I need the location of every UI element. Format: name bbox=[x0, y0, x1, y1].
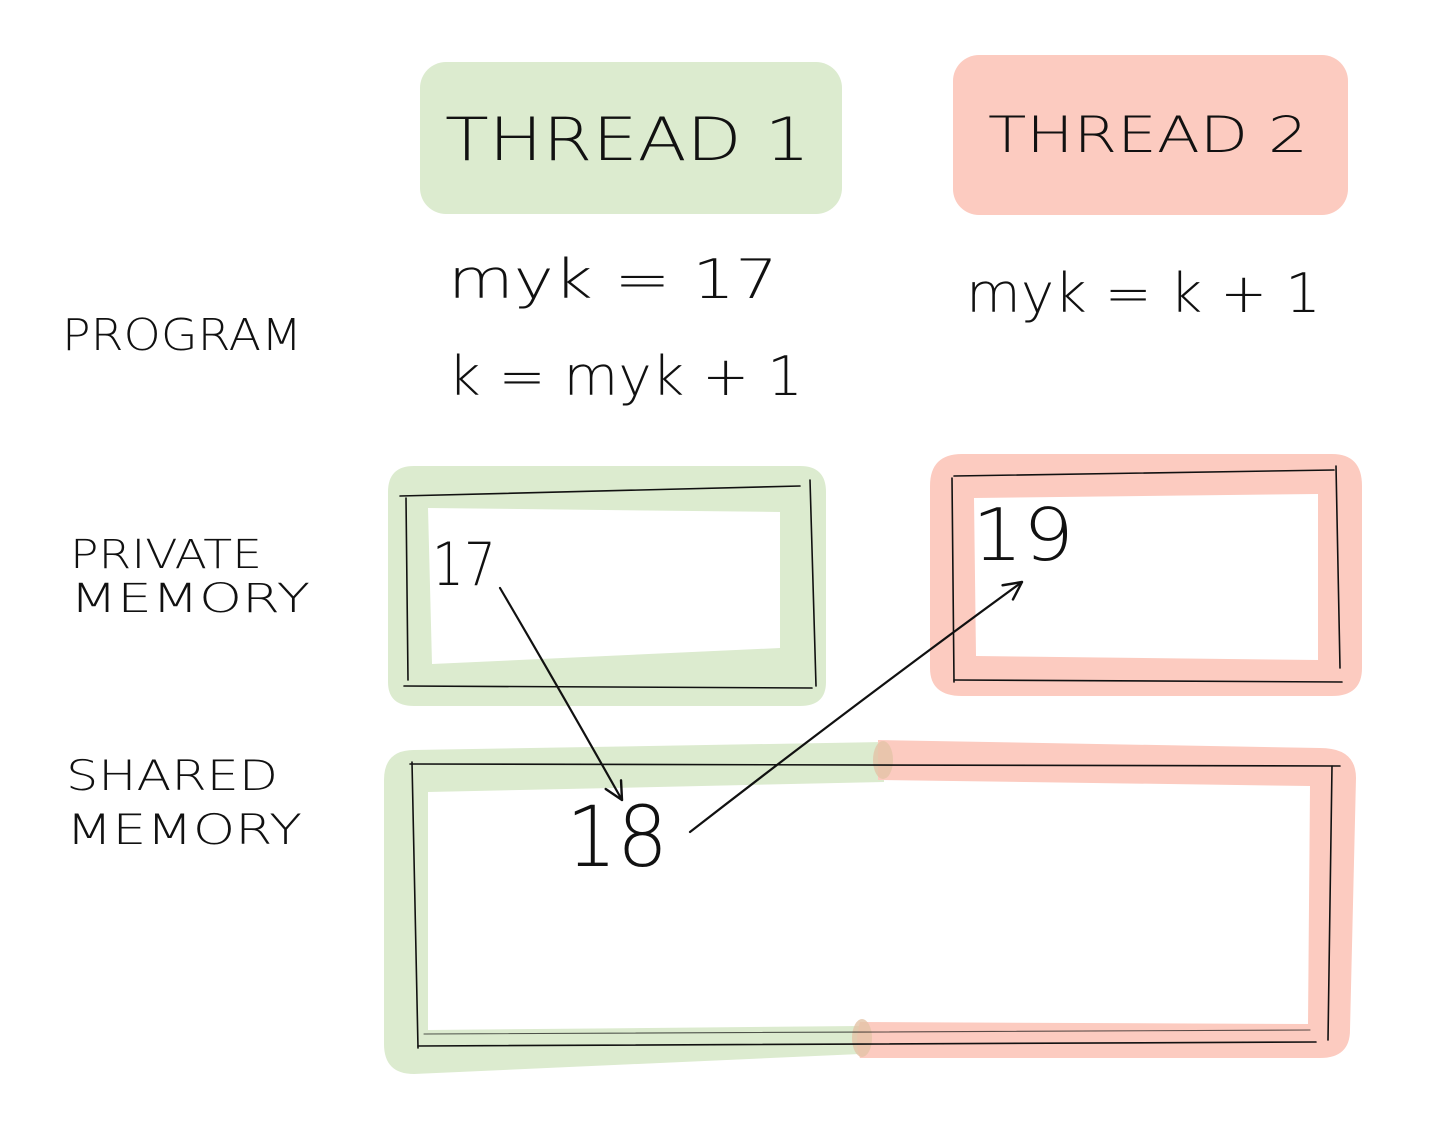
thread2-program-line1: myk = k + 1 bbox=[966, 262, 1321, 325]
arrow-shared-to-private2 bbox=[688, 580, 1024, 834]
row-label-private-line1: PRIVATE bbox=[70, 532, 262, 578]
row-label-shared-line2: MEMORY bbox=[66, 805, 302, 854]
thread1-private-value: 17 bbox=[432, 530, 496, 600]
row-label-program: PROGRAM bbox=[62, 310, 302, 361]
shared-memory-overlap-bottom bbox=[852, 1019, 872, 1057]
arrow-private1-to-shared bbox=[498, 586, 624, 802]
thread1-private-memory-outline bbox=[399, 479, 817, 689]
shared-memory-overlap-top bbox=[873, 741, 893, 779]
thread1-title: THREAD 1 bbox=[445, 105, 810, 175]
thread1-program-line1: myk = 17 bbox=[448, 248, 778, 311]
shared-memory-highlight-thread2 bbox=[857, 740, 1356, 1058]
thread2-title: THREAD 2 bbox=[988, 106, 1308, 164]
row-label-private-line2: MEMORY bbox=[70, 576, 310, 622]
thread2-header-box bbox=[953, 55, 1348, 215]
thread2-private-memory-highlight bbox=[930, 454, 1362, 696]
thread1-program-line2: k = myk + 1 bbox=[448, 345, 803, 408]
thread1-private-memory-highlight bbox=[388, 466, 826, 706]
thread1-header-box bbox=[420, 62, 842, 214]
thread2-private-value: 19 bbox=[972, 493, 1074, 577]
row-label-shared-line1: SHARED bbox=[66, 751, 278, 800]
shared-memory-value: 18 bbox=[566, 788, 668, 886]
thread2-private-memory-outline bbox=[951, 465, 1343, 683]
shared-memory-outline bbox=[409, 761, 1341, 1049]
shared-memory-highlight-thread1 bbox=[384, 742, 884, 1074]
